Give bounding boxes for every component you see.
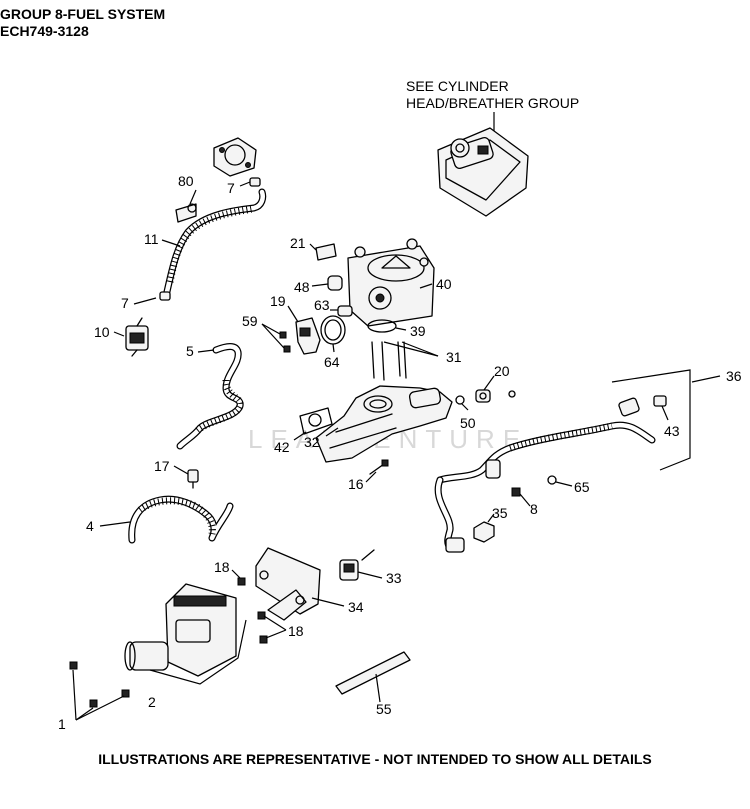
callout-36: 36 xyxy=(726,368,742,384)
callout-64: 64 xyxy=(324,354,340,370)
sensor-20 xyxy=(475,389,491,403)
header-title: GROUP 8-FUEL SYSTEM xyxy=(0,6,166,22)
callout-63: 63 xyxy=(314,297,330,313)
callout-55: 55 xyxy=(376,701,392,717)
callout-17: 17 xyxy=(154,458,170,474)
clip-80 xyxy=(175,203,197,223)
callout-34: 34 xyxy=(348,599,364,615)
nut-35 xyxy=(473,521,495,543)
callout-7: 7 xyxy=(227,180,235,196)
callout-labels: 80 7 11 7 10 5 4 17 21 48 19 63 59 64 40… xyxy=(58,173,742,732)
callout-8: 8 xyxy=(530,501,538,517)
gasket-64 xyxy=(320,315,346,345)
screws-59 xyxy=(279,331,291,353)
callout-65: 65 xyxy=(574,479,590,495)
footer-disclaimer: ILLUSTRATIONS ARE REPRESENTATIVE - NOT I… xyxy=(98,751,652,767)
callout-80: 80 xyxy=(178,173,194,189)
callout-18: 18 xyxy=(214,559,230,575)
callout-18: 18 xyxy=(288,623,304,639)
connector-43 xyxy=(653,395,667,407)
callout-33: 33 xyxy=(386,570,402,586)
nut xyxy=(508,390,516,398)
screws-18 xyxy=(237,577,268,644)
callout-50: 50 xyxy=(460,415,476,431)
bracket-34 xyxy=(255,547,321,621)
harness-36 xyxy=(434,369,691,553)
fuel-hose-11 xyxy=(162,188,267,300)
callout-35: 35 xyxy=(492,505,508,521)
leader-lines xyxy=(72,181,721,721)
fuel-hose-4 xyxy=(128,495,234,544)
sensor-19 xyxy=(295,317,321,355)
callout-2: 2 xyxy=(148,694,156,710)
cylinder-head-breather xyxy=(437,127,529,217)
washer-50 xyxy=(455,395,465,405)
o-ring-39 xyxy=(367,319,397,333)
clip-21 xyxy=(315,243,337,261)
callout-48: 48 xyxy=(294,279,310,295)
callout-19: 19 xyxy=(270,293,286,309)
callout-5: 5 xyxy=(186,343,194,359)
fuel-hose-5 xyxy=(176,343,244,450)
callout-10: 10 xyxy=(94,324,110,340)
callout-16: 16 xyxy=(348,476,364,492)
cap-48 xyxy=(327,275,343,291)
hose-clamp-lower xyxy=(159,291,171,301)
studs-31 xyxy=(371,341,407,381)
callout-11: 11 xyxy=(144,231,159,247)
callout-21: 21 xyxy=(290,235,306,251)
gasket-42 xyxy=(299,407,333,435)
washer-65 xyxy=(547,475,557,485)
fuel-pump-module-2 xyxy=(124,583,247,685)
fuel-pump-top xyxy=(213,137,257,177)
fitting-17 xyxy=(187,469,199,489)
callout-7: 7 xyxy=(121,295,129,311)
callout-40: 40 xyxy=(436,276,452,292)
callout-42: 42 xyxy=(274,439,290,455)
header-model: ECH749-3128 xyxy=(0,23,89,39)
screws-1 xyxy=(69,661,130,708)
callout-43: 43 xyxy=(664,423,680,439)
intake-manifold-32 xyxy=(315,385,453,463)
callout-1: 1 xyxy=(58,716,66,732)
cylinder-note-line1: SEE CYLINDER xyxy=(406,78,509,94)
sensor-63 xyxy=(337,305,353,317)
callout-4: 4 xyxy=(86,518,94,534)
callout-31: 31 xyxy=(446,349,462,365)
callout-59: 59 xyxy=(242,313,258,329)
throttle-body-40 xyxy=(347,238,435,327)
callout-39: 39 xyxy=(410,323,426,339)
hose-clamp-top xyxy=(249,177,261,187)
tubing-55 xyxy=(335,651,411,695)
bolt-8 xyxy=(511,487,521,497)
cylinder-note-line2: HEAD/BREATHER GROUP xyxy=(406,95,579,111)
fuel-filter-10 xyxy=(125,317,149,357)
callout-20: 20 xyxy=(494,363,510,379)
callout-32: 32 xyxy=(304,434,320,450)
sensor-33 xyxy=(339,549,375,581)
bolt-16 xyxy=(369,459,389,475)
